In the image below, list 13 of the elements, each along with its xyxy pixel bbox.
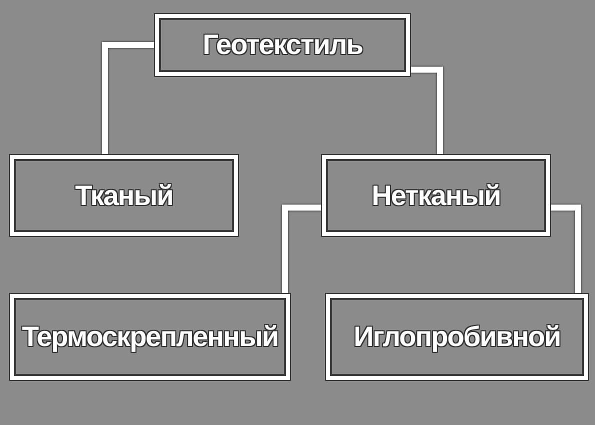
category-label: Геотекстиль (202, 29, 362, 61)
category-label: Термоскрепленный (22, 321, 278, 353)
category-label: Иглопробивной (354, 321, 560, 353)
category-box (322, 155, 550, 236)
connector-line (410, 66, 443, 155)
category-label: Тканый (75, 180, 173, 212)
connector-line (102, 42, 155, 155)
category-box (10, 155, 238, 236)
category-label: Нетканый (372, 180, 500, 212)
category-box (326, 294, 588, 380)
connector-line (282, 204, 322, 294)
category-box (10, 294, 290, 380)
category-box (155, 14, 410, 76)
